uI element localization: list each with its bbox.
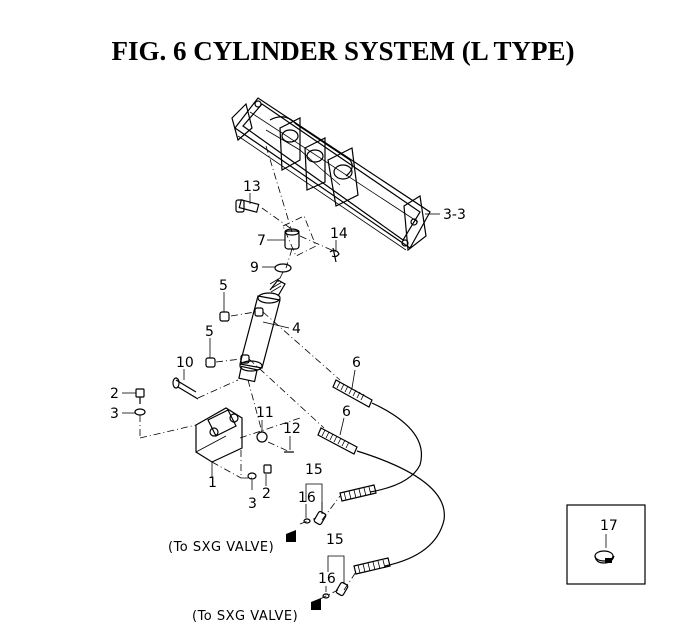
callout-13: 13 [243,179,261,195]
part-11-washer [256,431,268,443]
callout-16-b: 16 [318,571,336,587]
callout-5-a: 5 [219,278,228,294]
part-7-bushing [282,215,317,257]
figure-title: FIG. 6 CYLINDER SYSTEM (L TYPE) [111,36,575,66]
part-2-3-lower [247,464,272,480]
callout-12: 12 [283,421,301,437]
part-15-16-fittings [303,510,349,599]
valve-note-2: (To SXG VALVE) [192,609,298,624]
valve-arrow-2 [311,598,321,610]
callout-1: 1 [208,475,217,491]
callout-4: 4 [292,321,301,337]
part-13-pin [235,199,260,213]
callout-14: 14 [330,226,348,242]
callout-2-b: 2 [262,486,271,502]
part-5-fitting-b [205,357,216,368]
leader-lines [122,193,440,592]
part-9-nut [274,263,292,273]
callout-16-a: 16 [298,490,316,506]
callout-17: 17 [600,518,618,534]
part-6-hoses [317,379,445,575]
callout-10: 10 [176,355,194,371]
callout-3-b: 3 [248,496,257,512]
callout-15-b: 15 [326,532,344,548]
valve-arrow-1 [286,530,296,542]
assembly-centerlines [139,145,357,600]
part-10-pin [172,377,199,400]
part-1-bracket [195,407,243,463]
callout-11: 11 [256,405,274,421]
callout-5-b: 5 [205,324,214,340]
part-5-fitting-a [219,311,230,322]
callout-2-a: 2 [110,386,119,402]
callout-9: 9 [250,260,259,276]
valve-note-1: (To SXG VALVE) [168,540,274,555]
callout-7: 7 [257,233,266,249]
callout-15-a: 15 [305,462,323,478]
part-17-inset: 17 [566,504,646,585]
frame-assembly [231,97,431,252]
callout-6-a: 6 [352,355,361,371]
part-2-3-left [134,388,146,416]
callout-3-3: 3-3 [443,207,466,223]
part-14-pin [329,247,340,263]
callout-6-b: 6 [342,404,351,420]
part-4-cylinder [238,277,286,383]
callout-3-a: 3 [110,406,119,422]
